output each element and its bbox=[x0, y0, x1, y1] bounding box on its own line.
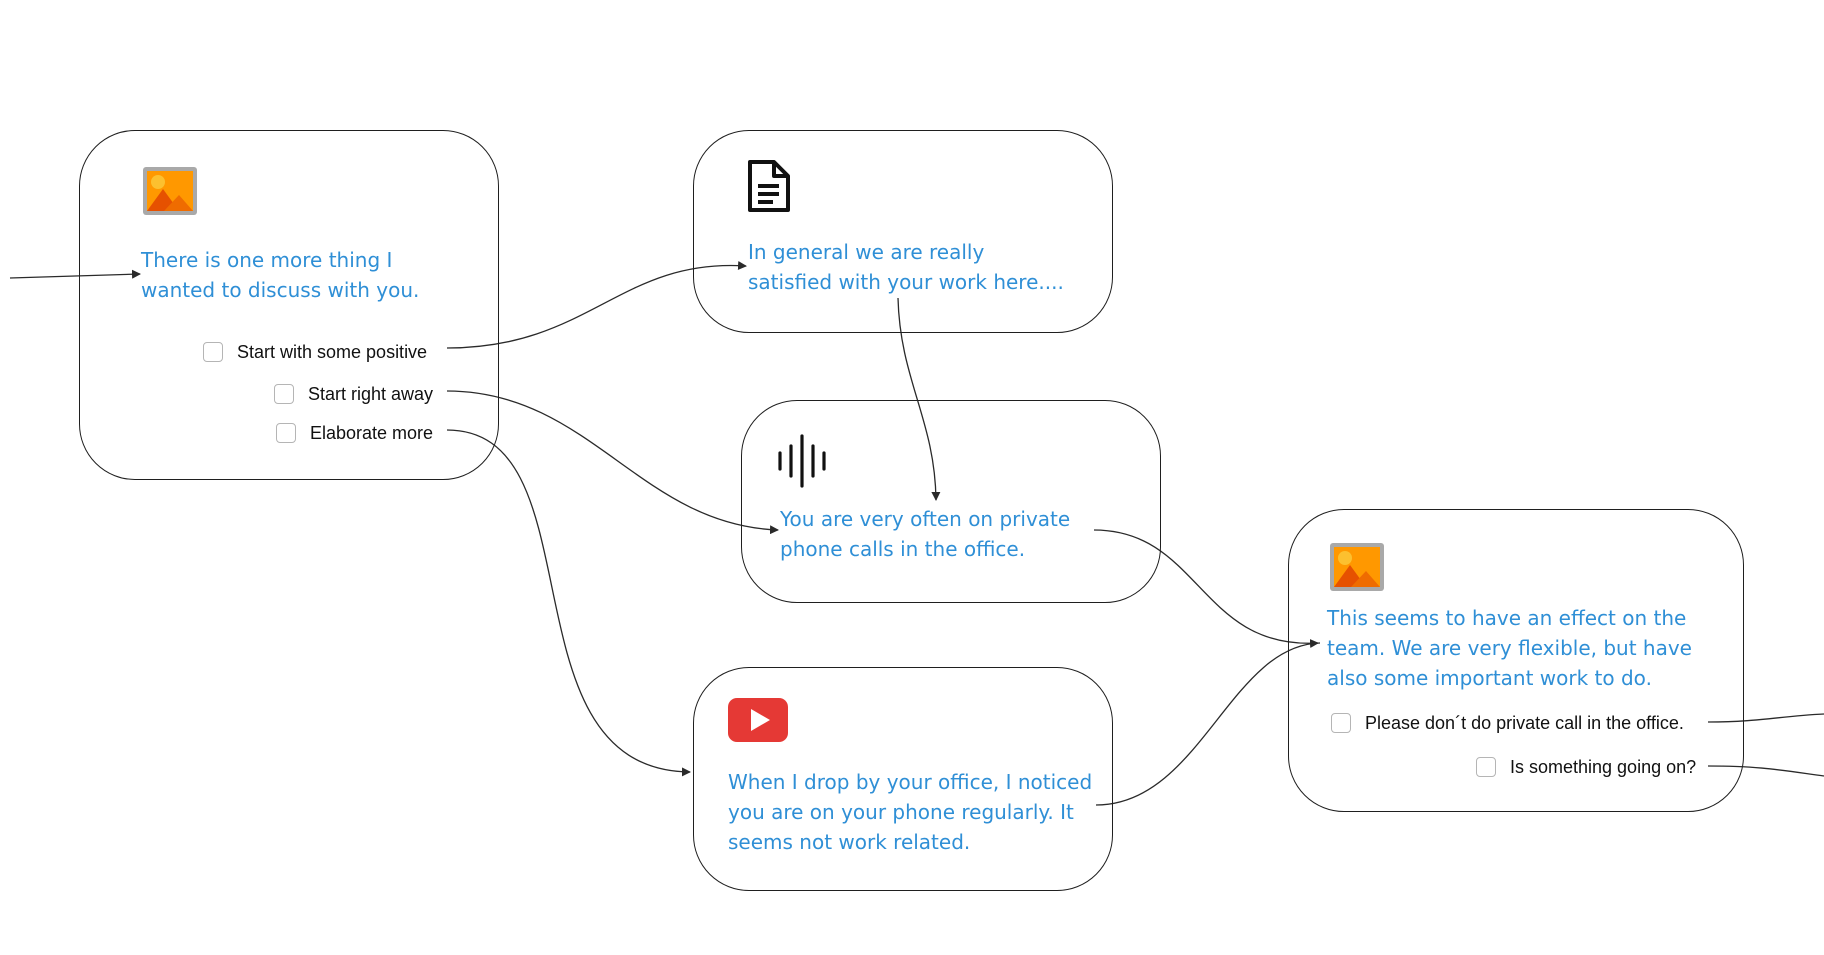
node-effect[interactable]: This seems to have an effect on the team… bbox=[1288, 509, 1744, 812]
image-icon bbox=[1330, 543, 1384, 591]
checkbox[interactable] bbox=[203, 342, 223, 362]
connector-positive-to-calls[interactable] bbox=[897, 297, 941, 501]
audio-waveform-icon bbox=[778, 434, 826, 488]
option-start-right-away[interactable]: Start right away bbox=[274, 382, 433, 406]
option-start-with-positive[interactable]: Start with some positive bbox=[203, 340, 427, 364]
node-positive[interactable]: In general we are really satisfied with … bbox=[693, 130, 1113, 333]
option-label: Is something going on? bbox=[1510, 756, 1697, 777]
option-elaborate-more[interactable]: Elaborate more bbox=[276, 421, 433, 445]
option-label: Start with some positive bbox=[237, 341, 428, 362]
connector-elaborate-option-to-video[interactable] bbox=[446, 429, 691, 777]
connector-video-to-effect[interactable] bbox=[1095, 642, 1321, 806]
image-icon bbox=[143, 167, 197, 215]
node-video[interactable]: When I drop by your office, I noticed yo… bbox=[693, 667, 1113, 891]
node-video-text: When I drop by your office, I noticed yo… bbox=[728, 770, 1093, 854]
checkbox[interactable] bbox=[1476, 757, 1496, 777]
connector-right-away-option-to-calls[interactable] bbox=[446, 390, 779, 535]
document-icon bbox=[748, 160, 790, 212]
connector-effect-option-1-out[interactable] bbox=[1707, 713, 1824, 723]
option-label: Elaborate more bbox=[310, 422, 434, 443]
connector-calls-to-effect[interactable] bbox=[1093, 529, 1319, 648]
connector-incoming-to-intro[interactable] bbox=[9, 269, 141, 279]
option-something-going-on[interactable]: Is something going on? bbox=[1476, 755, 1696, 779]
option-label: Please don´t do private call in the offi… bbox=[1365, 712, 1684, 733]
option-please-dont-call[interactable]: Please don´t do private call in the offi… bbox=[1331, 711, 1684, 735]
node-effect-text: This seems to have an effect on the team… bbox=[1327, 606, 1692, 690]
node-intro[interactable]: There is one more thing I wanted to disc… bbox=[79, 130, 499, 480]
checkbox[interactable] bbox=[276, 423, 296, 443]
node-positive-text: In general we are really satisfied with … bbox=[748, 240, 1064, 294]
node-calls[interactable]: You are very often on private phone call… bbox=[741, 400, 1161, 603]
node-intro-text: There is one more thing I wanted to disc… bbox=[141, 248, 420, 302]
option-label: Start right away bbox=[308, 383, 434, 404]
node-calls-text: You are very often on private phone call… bbox=[780, 507, 1071, 561]
play-video-icon bbox=[728, 698, 788, 742]
checkbox[interactable] bbox=[1331, 713, 1351, 733]
checkbox[interactable] bbox=[274, 384, 294, 404]
